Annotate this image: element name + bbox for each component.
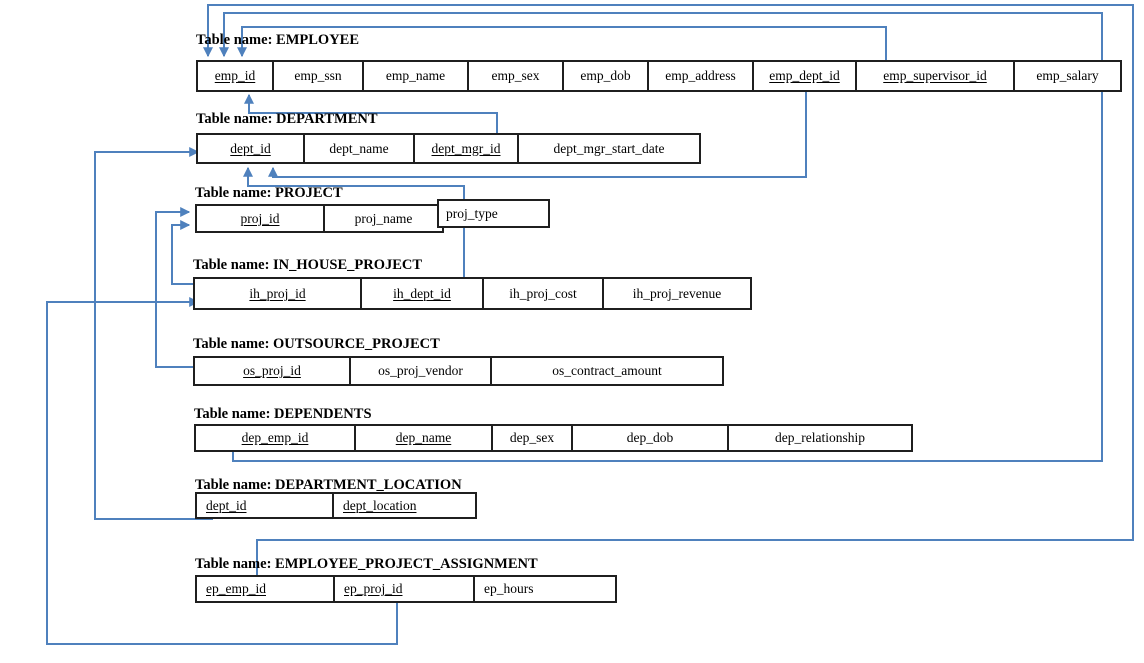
table-title-employee: Table name: EMPLOYEE xyxy=(196,32,360,48)
column-emp_sex: emp_sex xyxy=(469,62,564,90)
column-ih_proj_id: ih_proj_id xyxy=(195,279,362,308)
column-emp_salary: emp_salary xyxy=(1036,68,1099,83)
column-dep_dob: dep_dob xyxy=(573,426,729,450)
column-proj_id: proj_id xyxy=(197,206,325,231)
column-dep_relationship: dep_relationship xyxy=(775,430,865,445)
table-title-department_location: Table name: DEPARTMENT_LOCATION xyxy=(195,477,462,493)
column-dept_name: dept_name xyxy=(305,135,415,162)
column-dep_sex: dep_sex xyxy=(493,426,573,450)
column-ih_proj_cost: ih_proj_cost xyxy=(484,279,604,308)
table-title-project: Table name: PROJECT xyxy=(195,185,343,201)
table-title-outsource_project: Table name: OUTSOURCE_PROJECT xyxy=(193,336,440,352)
column-emp_id: emp_id xyxy=(198,62,274,90)
column-emp_address: emp_address xyxy=(649,62,754,90)
column-emp_ssn: emp_ssn xyxy=(274,62,364,90)
column-ep_emp_id: ep_emp_id xyxy=(197,577,335,601)
fk-connector-in_house_project-ih_proj_id-to-project-proj_id xyxy=(171,220,203,285)
column-proj_type: proj_type xyxy=(437,199,550,228)
column-proj_name: proj_name xyxy=(354,210,413,226)
table-row-department_location: dept_id dept_location xyxy=(195,492,477,519)
column-os_proj_id: os_proj_id xyxy=(195,358,351,384)
column-dept_id: dept_id xyxy=(198,135,305,162)
column-os_contract_amount: os_contract_amount xyxy=(552,363,662,378)
column-os_proj_vendor: os_proj_vendor xyxy=(351,358,492,384)
column-dept_id: dept_id xyxy=(197,494,334,517)
column-ih_proj_revenue: ih_proj_revenue xyxy=(632,285,722,301)
table-title-dependents: Table name: DEPENDENTS xyxy=(194,406,372,422)
column-dept_mgr_start_date: dept_mgr_start_date xyxy=(553,140,665,156)
column-dep_name: dep_name xyxy=(356,426,493,450)
column-ep_hours: ep_hours xyxy=(484,581,534,596)
column-emp_dob: emp_dob xyxy=(564,62,649,90)
table-title-in_house_project: Table name: IN_HOUSE_PROJECT xyxy=(193,257,423,273)
column-ep_proj_id: ep_proj_id xyxy=(335,577,475,601)
column-dep_emp_id: dep_emp_id xyxy=(196,426,356,450)
column-dept_location: dept_location xyxy=(343,497,417,513)
column-dept_mgr_id: dept_mgr_id xyxy=(415,135,519,162)
table-title-employee_project_assignment: Table name: EMPLOYEE_PROJECT_ASSIGNMENT xyxy=(195,556,538,572)
column-emp_supervisor_id: emp_supervisor_id xyxy=(857,62,1015,90)
column-ih_dept_id: ih_dept_id xyxy=(362,279,484,308)
table-title-department: Table name: DEPARTMENT xyxy=(196,111,378,127)
table-row-project: proj_id proj_name xyxy=(195,204,444,233)
column-emp_dept_id: emp_dept_id xyxy=(754,62,857,90)
column-emp_name: emp_name xyxy=(364,62,469,90)
